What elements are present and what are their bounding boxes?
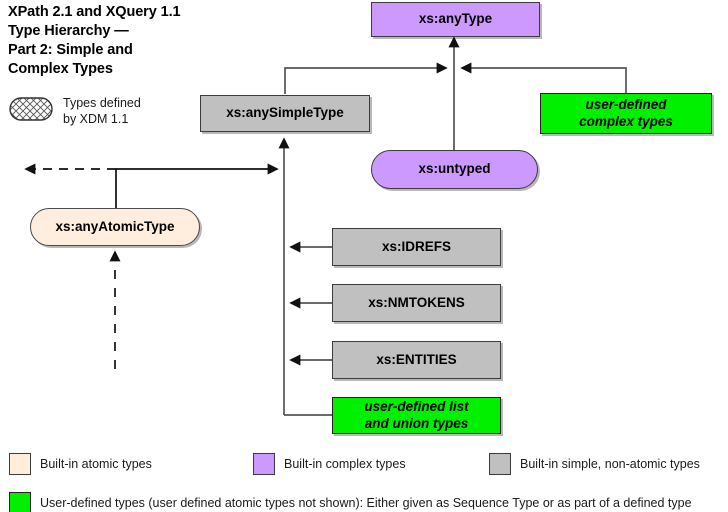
node-label: xs:ENTITIES bbox=[376, 351, 457, 367]
node-xs-anyatomictype[interactable]: xs:anyAtomicType bbox=[30, 208, 200, 246]
node-label: xs:anyType bbox=[418, 11, 493, 27]
edge-anysimpletype-anytype bbox=[284, 62, 448, 94]
node-xs-untyped[interactable]: xs:untyped bbox=[371, 150, 538, 189]
node-label: xs:anySimpleType bbox=[226, 105, 344, 121]
node-label: user-defined complex types bbox=[579, 97, 673, 129]
node-user-defined-complex-types[interactable]: user-defined complex types bbox=[540, 93, 712, 134]
hatched-stadium-icon bbox=[9, 97, 53, 121]
node-xs-idrefs[interactable]: xs:IDREFS bbox=[332, 228, 501, 266]
node-label: xs:NMTOKENS bbox=[368, 294, 465, 310]
node-label: xs:untyped bbox=[418, 161, 491, 177]
page-title: XPath 2.1 and XQuery 1.1 Type Hierarchy … bbox=[8, 4, 181, 77]
legend-swatch-purple-icon bbox=[253, 453, 275, 475]
node-xs-nmtokens[interactable]: xs:NMTOKENS bbox=[332, 284, 501, 322]
legend-item-user-defined: User-defined types (user defined atomic … bbox=[9, 492, 692, 512]
legend-label: User-defined types (user defined atomic … bbox=[40, 496, 692, 510]
legend-swatch-green-icon bbox=[9, 492, 31, 512]
legend-label: Built-in complex types bbox=[284, 457, 406, 471]
legend-item-complex: Built-in complex types bbox=[253, 453, 406, 475]
legend-item-atomic: Built-in atomic types bbox=[9, 453, 152, 475]
node-label: xs:anyAtomicType bbox=[55, 218, 175, 234]
edge-anyatomictype-anysimpletype bbox=[115, 163, 279, 208]
legend-swatch-gray-icon bbox=[489, 453, 511, 475]
node-user-defined-list-and-union-types[interactable]: user-defined list and union types bbox=[332, 397, 501, 434]
legend-swatch-cream-icon bbox=[9, 453, 31, 475]
node-xs-anytype[interactable]: xs:anyType bbox=[371, 2, 540, 37]
xdm-legend-label: Types defined by XDM 1.1 bbox=[63, 96, 141, 126]
node-xs-entities[interactable]: xs:ENTITIES bbox=[332, 341, 501, 379]
node-label: user-defined list and union types bbox=[364, 399, 469, 431]
node-label: xs:IDREFS bbox=[381, 238, 452, 254]
legend-label: Built-in atomic types bbox=[40, 457, 152, 471]
xdm-legend: Types defined by XDM 1.1 bbox=[9, 95, 141, 127]
legend-label: Built-in simple, non-atomic types bbox=[520, 457, 700, 471]
node-xs-anysimpletype[interactable]: xs:anySimpleType bbox=[200, 95, 370, 132]
edge-usercomplex-anytype bbox=[460, 62, 627, 93]
legend-item-simple-nonatomic: Built-in simple, non-atomic types bbox=[489, 453, 700, 475]
